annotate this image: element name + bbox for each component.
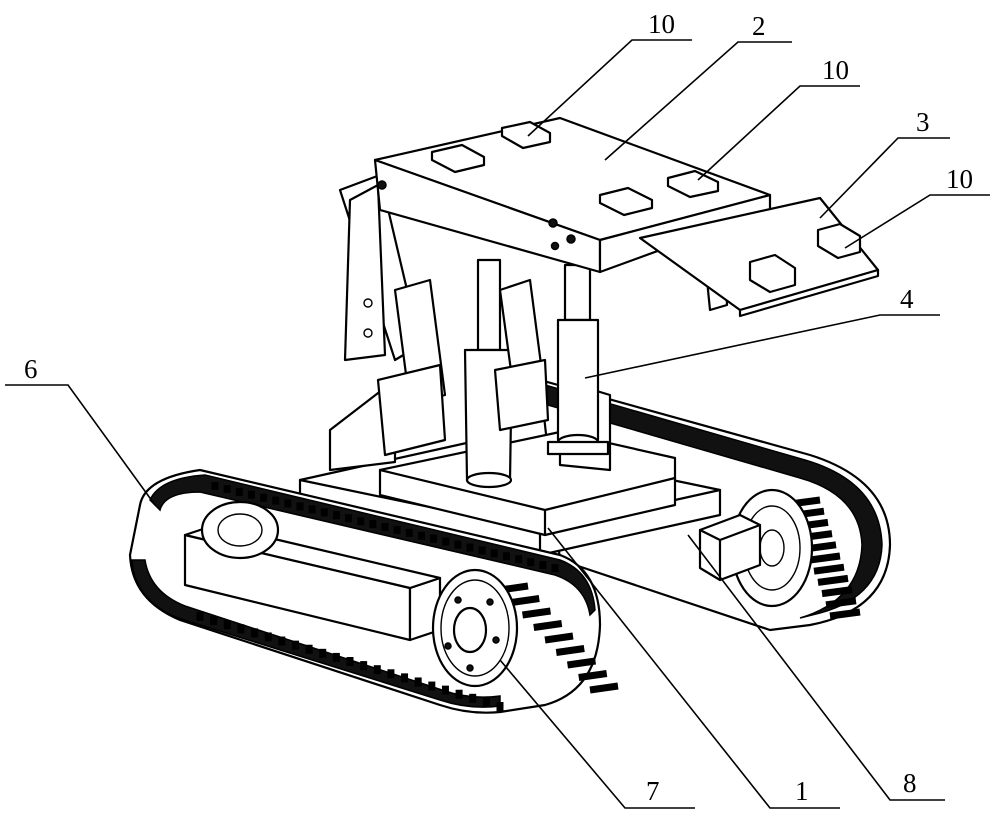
callout-6: 6	[24, 354, 38, 384]
track-cleat	[817, 574, 849, 586]
track-cleat	[522, 607, 551, 619]
track-cleat	[567, 657, 596, 669]
callout-leaders	[5, 39, 990, 809]
track-cleat	[578, 670, 608, 681]
track-cleat	[589, 682, 619, 694]
track-cleat	[510, 595, 540, 606]
extension-plate-3	[638, 196, 880, 318]
callout-labels: 10 2 10 3 10 4 6 7 1 8	[24, 9, 973, 806]
front-crawler-track-6	[128, 468, 619, 714]
track-cleat	[809, 552, 841, 564]
sensor-modules-10	[430, 120, 862, 294]
callout-1: 1	[795, 776, 809, 806]
callout-4: 4	[900, 284, 914, 314]
track-cleat	[813, 563, 845, 575]
callout-2: 2	[752, 11, 766, 41]
track-cleat	[544, 632, 574, 644]
callout-3: 3	[916, 107, 930, 137]
track-cleat	[825, 597, 857, 609]
callout-10c: 10	[946, 164, 973, 194]
track-cleat	[555, 645, 585, 656]
track-cleat	[533, 620, 563, 631]
callout-8: 8	[903, 768, 917, 798]
track-cleat	[821, 586, 853, 598]
callout-10a: 10	[648, 9, 675, 39]
track-cleat	[829, 608, 861, 620]
callout-10b: 10	[822, 55, 849, 85]
callout-7: 7	[646, 776, 660, 806]
